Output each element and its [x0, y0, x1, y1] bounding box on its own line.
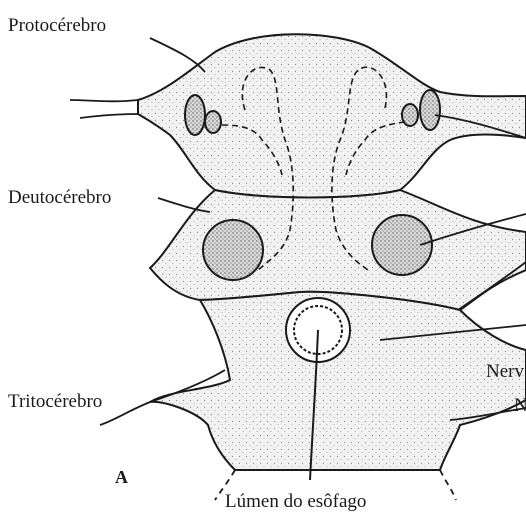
tritocerebral-nerve-left: [100, 402, 150, 425]
tritocerebral-connective-right: [440, 470, 456, 500]
label-deutocerebro: Deutocérebro: [8, 188, 111, 207]
panel-label: A: [115, 468, 128, 486]
label-n-fragment: N: [514, 396, 526, 415]
label-protocerebro: Protocérebro: [8, 16, 106, 35]
optic-lobe-left-outer: [185, 95, 205, 135]
protocerebral-nerve-left: [70, 100, 138, 101]
optic-lobe-right-outer: [420, 90, 440, 130]
glomerulus-right: [372, 215, 432, 275]
optic-lobe-left-inner: [205, 111, 221, 133]
label-nerv: Nerv: [486, 362, 524, 381]
label-lumen: Lúmen do esôfago: [225, 492, 366, 511]
label-tritocerebro: Tritocérebro: [8, 392, 102, 411]
optic-lobe-right-inner: [402, 104, 418, 126]
protocerebral-nerve-left-lower: [80, 114, 138, 118]
glomerulus-left: [203, 220, 263, 280]
